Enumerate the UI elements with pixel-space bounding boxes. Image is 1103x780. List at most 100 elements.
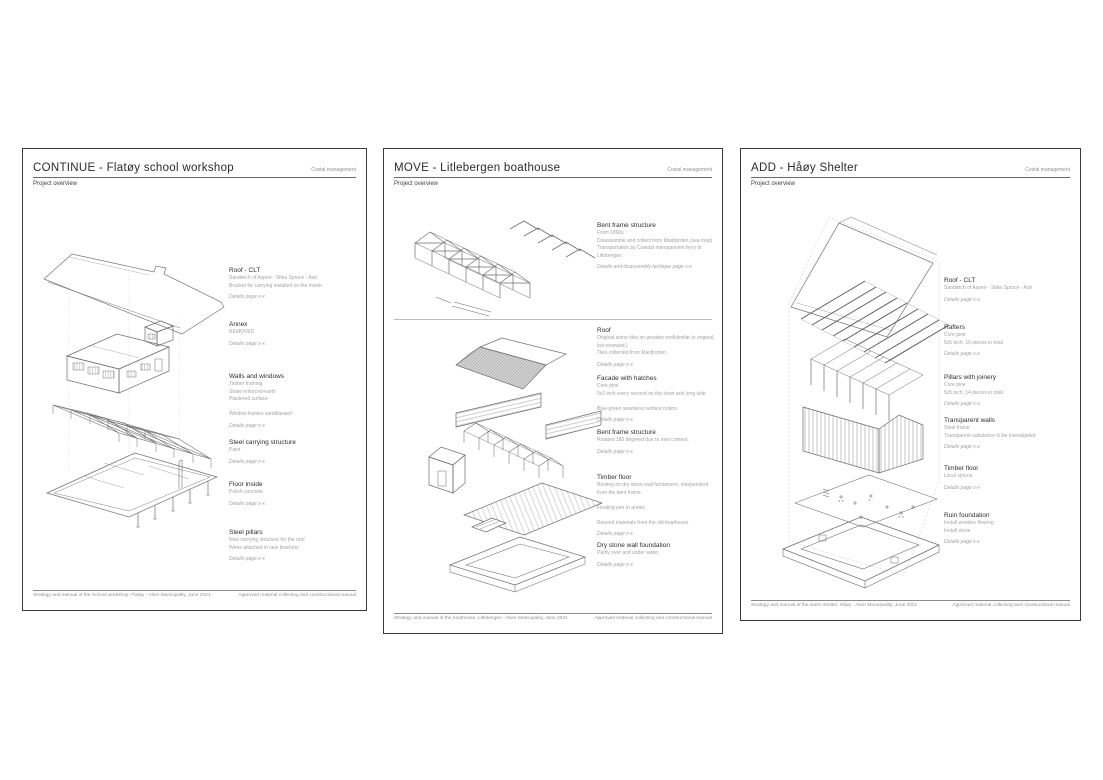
corner-label: Costal management [311,167,356,173]
annotation: Timber floor Local spruce Details page x… [944,465,1074,491]
purlins [414,231,531,299]
annotation-heading: Bent frame structure [597,429,656,436]
corner-label: Costal management [1025,167,1070,173]
sheet-continue: CONTINUE - Flatøy school workshop Costal… [22,148,367,611]
annotation-heading: Dry stone wall foundation [597,542,670,549]
exploded-axon-shelter-drawing [781,216,950,589]
annex-volume [144,320,174,347]
loose-rafters [509,220,596,259]
rafters [800,280,950,364]
annotation-body: From 1890s Disassemble and collect from … [597,230,713,259]
annotation: Floor inside Polish concrete Details pag… [229,481,357,507]
annotation: Transparent walls Steel frame Transparen… [944,417,1074,450]
dry-stone-wall-foundation [448,536,587,593]
footer-right: Approved material collecting and constru… [952,603,1070,608]
loose-beams [435,296,492,317]
annotation-body: Steel frame Transparent substance to be … [944,425,1036,439]
roof-clt-plane [43,253,225,335]
annotation-heading: Steel carrying structure [229,439,296,446]
annotation-details: Details page x-x [229,500,265,507]
projection-prism [788,216,940,577]
annotation-body: Polish concrete [229,489,264,495]
annotation-details: Details page x-x [944,351,980,357]
bent-frames [414,231,531,298]
annotation-details: Details page x-x [597,448,633,455]
bent-frame-skeleton-drawing [414,220,596,317]
timber-floor-deck [462,482,604,536]
sheet-add: ADD - Håøy Shelter Costal management Pro… [740,148,1081,621]
annotation-heading: Rafters [944,324,965,331]
school-building-volume [65,320,174,394]
annotation: Walls and windows Timber framing Straw e… [229,373,357,429]
annotation-heading: Timber floor [944,465,979,472]
footer-right: Approved material collecting and constru… [594,616,712,621]
annotation: Ruin foundation Install wooden flooring … [944,512,1074,545]
roof-clt-plane [790,216,938,338]
annotation-details: Details page x-x [597,531,633,537]
sheet-footer: Strategy and manual of the School worksh… [33,590,356,598]
annotation-body: Original stone tiles on wooden roof(simi… [597,335,715,356]
sheet-subtitle: Project overview [751,181,796,187]
footer-left: Strategy and manual of the boathouse, Li… [394,616,568,621]
annotation-heading: Timber floor [597,474,632,481]
annotation-details: Details page x-x [597,361,633,368]
annotation-body: Sandwich of Aspen - Sitka Spruce - Ash B… [229,275,324,289]
sheet-header: MOVE - Litlebergen boathouse Costal mana… [394,162,712,187]
sheet-header: ADD - Håøy Shelter Costal management Pro… [751,162,1070,187]
annotation: Bent frame structure From 1890s Disassem… [597,222,717,270]
chimney [178,459,183,489]
annotation-details: Details page x-x [944,484,980,491]
footer-left: Strategy and manual of the School worksh… [33,593,211,598]
annotation-body: Local spruce [944,473,973,479]
page-title: ADD - Håøy Shelter [751,162,859,174]
facade-hatches [455,392,602,440]
annotation-body: Resting on dry stone wall fundament, ind… [597,482,709,526]
annotation-heading: Annex [229,321,248,328]
sheet-header: CONTINUE - Flatøy school workshop Costal… [33,162,356,187]
annotation-heading: Roof - CLT [229,267,261,274]
annotation: Steel pillars New carrying structure for… [229,529,357,562]
annotation-heading: Bent frame structure [597,222,656,229]
annotation-body: Timber framing Straw enforced-earth Plas… [229,381,292,417]
annotation: Annex REMOVED Details page x-x [229,321,357,347]
annotation-heading: Roof [597,327,611,334]
annotation-heading: Pillars with joinery [944,374,997,381]
annotation-body: REMOVED [229,329,255,335]
title-rule: ADD - Håøy Shelter Costal management [751,162,1070,178]
bent-frame-small [463,422,564,478]
title-rule: CONTINUE - Flatøy school workshop Costal… [33,162,356,178]
annotation: Bent frame structure Rotated 180 degreed… [597,429,717,455]
annotation-details: Details page x-x [229,340,265,347]
timber-floor-plane [794,474,938,528]
annotation: Timber floor Resting on dry stone wall f… [597,474,717,537]
annotation: Facade with hatches Core pine 5x2 inch e… [597,375,717,423]
annotation-heading: Ruin foundation [944,512,990,519]
annotation-body: Sandwich of Aspen - Sitka Spruce - Ash [944,285,1033,291]
annotation-details: Details page x-x [229,294,265,300]
annotation-details: Details page x-x [229,458,265,465]
annotation-heading: Floor inside [229,481,263,488]
annotation-body: Partly over and under water [597,550,659,556]
stone-roof [455,337,567,390]
annotation-heading: Facade with hatches [597,375,657,382]
sheet-footer: Strategy and manual of the warm shelter,… [751,600,1070,608]
annotation-details: Details page x-x [944,401,980,407]
footer-right: Approved material collecting and constru… [238,593,356,598]
transparent-walls [802,406,924,474]
annotation-details: Details page x-x [229,556,265,562]
annotation-body: Install wooden flooring Install stove [944,520,994,534]
annotation-details: Details page x-x [597,561,633,568]
annotation-details: Details and disassembly techique page x-… [597,264,692,270]
annotation-details: Details page x-x [229,422,265,429]
annotation-body: Core pine 5x2 inch every second on the s… [597,383,708,412]
steel-carrying-structure [52,404,212,468]
floor-slab [45,452,219,518]
annotation-details: Details page x-x [597,417,633,423]
sheet-subtitle: Project overview [394,181,439,187]
title-rule: MOVE - Litlebergen boathouse Costal mana… [394,162,712,178]
annotation: Steel carrying structure Paint Details p… [229,439,357,465]
annex-hut [428,446,466,494]
exploded-axon-boathouse-drawing [428,337,604,593]
annotation-body: Core pine 5x5 inch, 14 pieces in total [944,382,1003,396]
sheet-footer: Strategy and manual of the boathouse, Li… [394,613,712,621]
